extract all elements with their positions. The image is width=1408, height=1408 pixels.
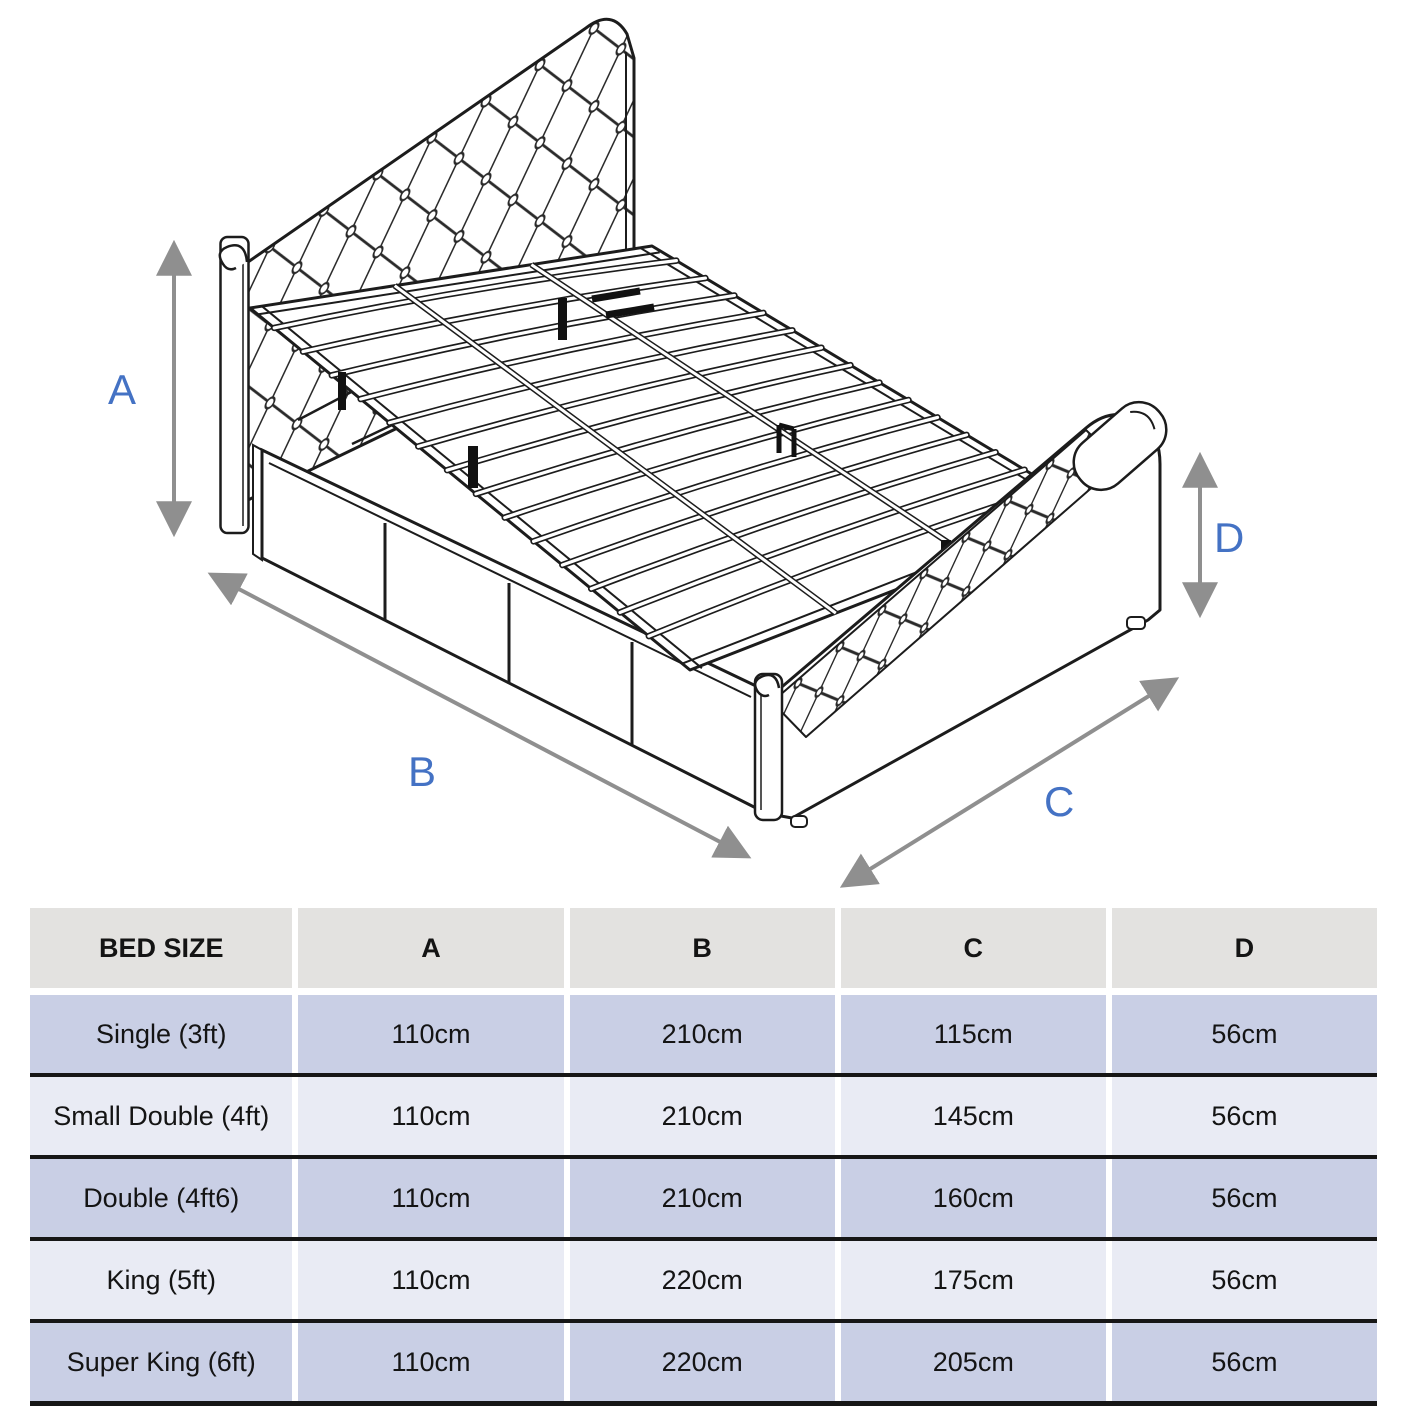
headboard-scroll-curl xyxy=(218,244,249,271)
headboard-scroll-post xyxy=(219,235,250,535)
table-cell: 160cm xyxy=(840,1159,1106,1237)
table-cell: 110cm xyxy=(298,1323,564,1401)
table-cell: 210cm xyxy=(569,1077,835,1155)
dimension-arrow-b xyxy=(207,572,752,859)
table-cell: Double (4ft6) xyxy=(30,1159,293,1237)
table-cell: 175cm xyxy=(840,1241,1106,1319)
table-cell: 205cm xyxy=(840,1323,1106,1401)
footboard-scroll-top xyxy=(1072,400,1168,492)
table-cell: 115cm xyxy=(840,995,1106,1073)
column-header-bed-size: BED SIZE xyxy=(30,908,293,988)
table-cell: Small Double (4ft) xyxy=(30,1077,293,1155)
table-row: Small Double (4ft) 110cm 210cm 145cm 56c… xyxy=(30,1073,1377,1155)
bed-foot xyxy=(1126,616,1146,630)
table-row: Double (4ft6) 110cm 210cm 160cm 56cm xyxy=(30,1155,1377,1237)
table-cell: 110cm xyxy=(298,1077,564,1155)
table-cell: 56cm xyxy=(1111,1159,1377,1237)
table-cell: Single (3ft) xyxy=(30,995,293,1073)
dimension-label-d: D xyxy=(1214,514,1244,561)
table-cell: 56cm xyxy=(1111,1241,1377,1319)
table-cell: 56cm xyxy=(1111,1077,1377,1155)
dimension-label-c: C xyxy=(1044,778,1074,825)
bed-size-table: BED SIZE A B C D Single (3ft) 110cm 210c… xyxy=(30,908,1377,1406)
table-cell: King (5ft) xyxy=(30,1241,293,1319)
table-row: Single (3ft) 110cm 210cm 115cm 56cm xyxy=(30,995,1377,1073)
table-cell: 210cm xyxy=(569,1159,835,1237)
dimension-label-b: B xyxy=(408,748,436,795)
table-cell: 220cm xyxy=(569,1323,835,1401)
table-cell: 210cm xyxy=(569,995,835,1073)
table-cell: 110cm xyxy=(298,1159,564,1237)
table-cell: 56cm xyxy=(1111,995,1377,1073)
dimension-labels: A B C D xyxy=(108,366,1244,825)
table-cell: 145cm xyxy=(840,1077,1106,1155)
table-row: Super King (6ft) 110cm 220cm 205cm 56cm xyxy=(30,1319,1377,1406)
bed-foot xyxy=(790,815,808,828)
table-header-row: BED SIZE A B C D xyxy=(30,908,1377,988)
table-cell: 110cm xyxy=(298,995,564,1073)
bed-diagram: A B C D xyxy=(108,17,1244,888)
table-cell: 56cm xyxy=(1111,1323,1377,1401)
column-header-b: B xyxy=(569,908,835,988)
dimension-label-a: A xyxy=(108,366,136,413)
column-header-d: D xyxy=(1111,908,1377,988)
column-header-c: C xyxy=(840,908,1106,988)
dimension-arrow-c xyxy=(839,677,1180,888)
column-header-a: A xyxy=(298,908,564,988)
table-cell: Super King (6ft) xyxy=(30,1323,293,1401)
dimension-arrows xyxy=(156,239,1218,888)
table-cell: 110cm xyxy=(298,1241,564,1319)
table-row: King (5ft) 110cm 220cm 175cm 56cm xyxy=(30,1237,1377,1319)
slatted-base xyxy=(248,244,1097,672)
table-cell: 220cm xyxy=(569,1241,835,1319)
